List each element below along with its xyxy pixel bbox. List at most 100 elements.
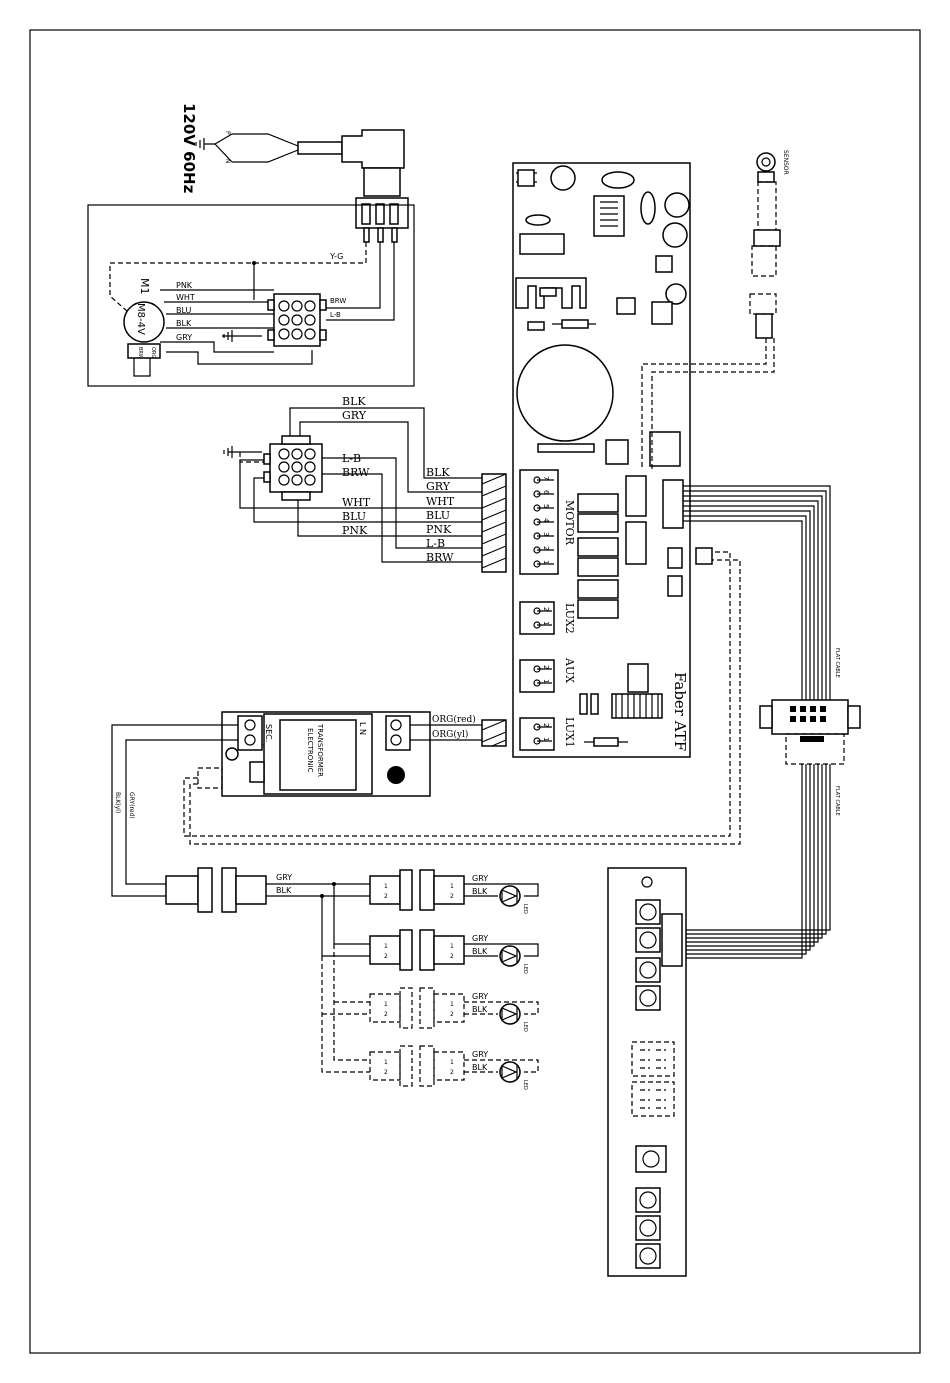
motor-enclosure (87, 204, 415, 387)
board-aux-terminal (519, 659, 555, 693)
led-wire-gry: GRY (472, 1050, 488, 1059)
harness-bottom-blu: BLU (342, 510, 366, 523)
flat-cable-label-bottom: FLAT CABLE (834, 786, 840, 816)
motor-terminal-block (273, 293, 321, 347)
board-lux1-label: LUX1 (563, 717, 576, 748)
led-pin-2: 2 (450, 893, 454, 900)
conn-wire-blk: BLK (426, 466, 450, 479)
power-pin-p: P (224, 131, 231, 135)
motor-pin-5: 5 (542, 504, 550, 508)
lux2-pin-1: 1 (542, 621, 550, 625)
board-name: Faber ATF (671, 672, 689, 751)
led-wire-blk: BLK (472, 1005, 488, 1014)
led-pin-1: 1 (384, 883, 388, 890)
led-section: GRY BLK 1212GRYBLKLED1212GRYBLKLED1212GR… (165, 867, 539, 1090)
led-pin-2: 2 (384, 953, 388, 960)
transformer-section: ELECTRONIC TRANSFORMER SEC. - + L N ORG(… (111, 547, 741, 897)
led-pin-1: 1 (450, 883, 454, 890)
motor-section: Y-G M8-4V M1 BRW ORG PNK WHT BLU BLK GRY (87, 204, 415, 387)
block-label-brw: BRW (330, 297, 346, 305)
transformer-out-1: ORG(red) (432, 714, 476, 725)
motor-wire-blk: BLK (176, 319, 192, 328)
lux2-pin-2: 2 (542, 607, 550, 611)
led-label: LED (522, 1022, 528, 1032)
transformer-label-2: TRANSFORMER (316, 723, 324, 777)
transformer-label-1: ELECTRONIC (306, 728, 314, 773)
keypad-button[interactable] (635, 985, 661, 1011)
power-rating-label: 120V 60Hz (180, 103, 198, 194)
motor-pin-3: 3 (542, 532, 550, 536)
harness-top-blk: BLK (342, 395, 366, 408)
keypad-button[interactable] (635, 1243, 661, 1269)
page-frame (29, 29, 921, 1354)
harness-bottom-pnk: PNK (342, 524, 368, 537)
harness-connector (481, 473, 507, 573)
conn-wire-lb: L-B (426, 537, 445, 550)
harness-top-gry: GRY (342, 409, 367, 422)
transformer-left-wire-2: GRY(red) (128, 792, 135, 819)
led-pin-2: 2 (450, 1011, 454, 1018)
block-label-lb: L-B (330, 311, 341, 319)
led-wire-blk: BLK (472, 947, 488, 956)
keypad-button[interactable] (635, 927, 661, 953)
led-label: LED (522, 964, 528, 974)
led-pin-1: 1 (384, 1059, 388, 1066)
led-pin-1: 1 (384, 1001, 388, 1008)
conn-wire-gry: GRY (426, 480, 451, 493)
led-pin-1: 1 (450, 1059, 454, 1066)
led-pin-1: 1 (384, 943, 388, 950)
led-pin-2: 2 (384, 1069, 388, 1076)
keypad-button[interactable] (635, 1215, 661, 1241)
led-label: LED (522, 1080, 528, 1090)
motor-wire-pnk: PNK (176, 281, 193, 290)
led-pin-1: 1 (450, 943, 454, 950)
harness-mid-brw: BRW (342, 466, 370, 479)
keypad-button[interactable] (635, 899, 661, 925)
lux1-pin-2: 2 (542, 723, 550, 727)
power-pin-n: N (224, 159, 231, 164)
keypad-button[interactable] (635, 957, 661, 983)
sensor-section: SENSOR (641, 150, 789, 470)
transformer-left-wire-1: BLK(yl) (114, 792, 121, 813)
led-wire-gry: GRY (472, 992, 488, 1001)
lux1-pin-1: 1 (542, 737, 550, 741)
cap-label-brw: BRW (137, 347, 143, 359)
flat-cable-top: FLAT CABLE FLAT CABLE (683, 485, 861, 959)
led-pin-2: 2 (450, 1069, 454, 1076)
aux-pin-1: 1 (542, 679, 550, 683)
ground-wire-label: Y-G (329, 252, 343, 261)
motor-pin-7: 7 (542, 476, 550, 480)
aux-pin-2: 2 (542, 665, 550, 669)
bus-blk-label: BLK (276, 886, 292, 895)
board-lux2-terminal (519, 601, 555, 635)
conn-wire-wht: WHT (426, 495, 455, 508)
sensor-label: SENSOR (782, 150, 789, 175)
conn-wire-brw: BRW (426, 551, 454, 564)
conn-wire-blu: BLU (426, 509, 450, 522)
power-input: 120V 60Hz P N (180, 103, 409, 243)
led-pin-2: 2 (384, 1011, 388, 1018)
motor-pin-1: 1 (542, 560, 550, 564)
board-lux2-label: LUX2 (563, 603, 576, 634)
conn-wire-pnk: PNK (426, 523, 452, 536)
board-lux1-terminal (519, 717, 555, 751)
motor-symbol (123, 301, 165, 343)
led-pin-1: 1 (450, 1001, 454, 1008)
motor-wire-gry: GRY (176, 333, 192, 342)
sensor-icon (756, 152, 776, 172)
motor-wire-wht: WHT (176, 293, 195, 302)
motor-pin-2: 2 (542, 546, 550, 550)
transformer-sec: SEC. (264, 724, 273, 742)
motor-pin-6: 6 (542, 490, 550, 495)
keypad-button[interactable] (635, 1187, 661, 1213)
led-wire-blk: BLK (472, 887, 488, 896)
motor-model: M8-4V (135, 303, 146, 335)
harness-mid-lb: L-B (342, 452, 361, 465)
transformer-ln: L N (358, 722, 367, 735)
board-aux-label: AUX (563, 657, 576, 683)
control-board: 7 6 5 4 3 2 1 MOTOR 2 1 LUX2 2 1 AUX 2 1… (512, 162, 691, 758)
led-row: 1 2 1 2 GRY BLK LED (369, 987, 539, 1032)
